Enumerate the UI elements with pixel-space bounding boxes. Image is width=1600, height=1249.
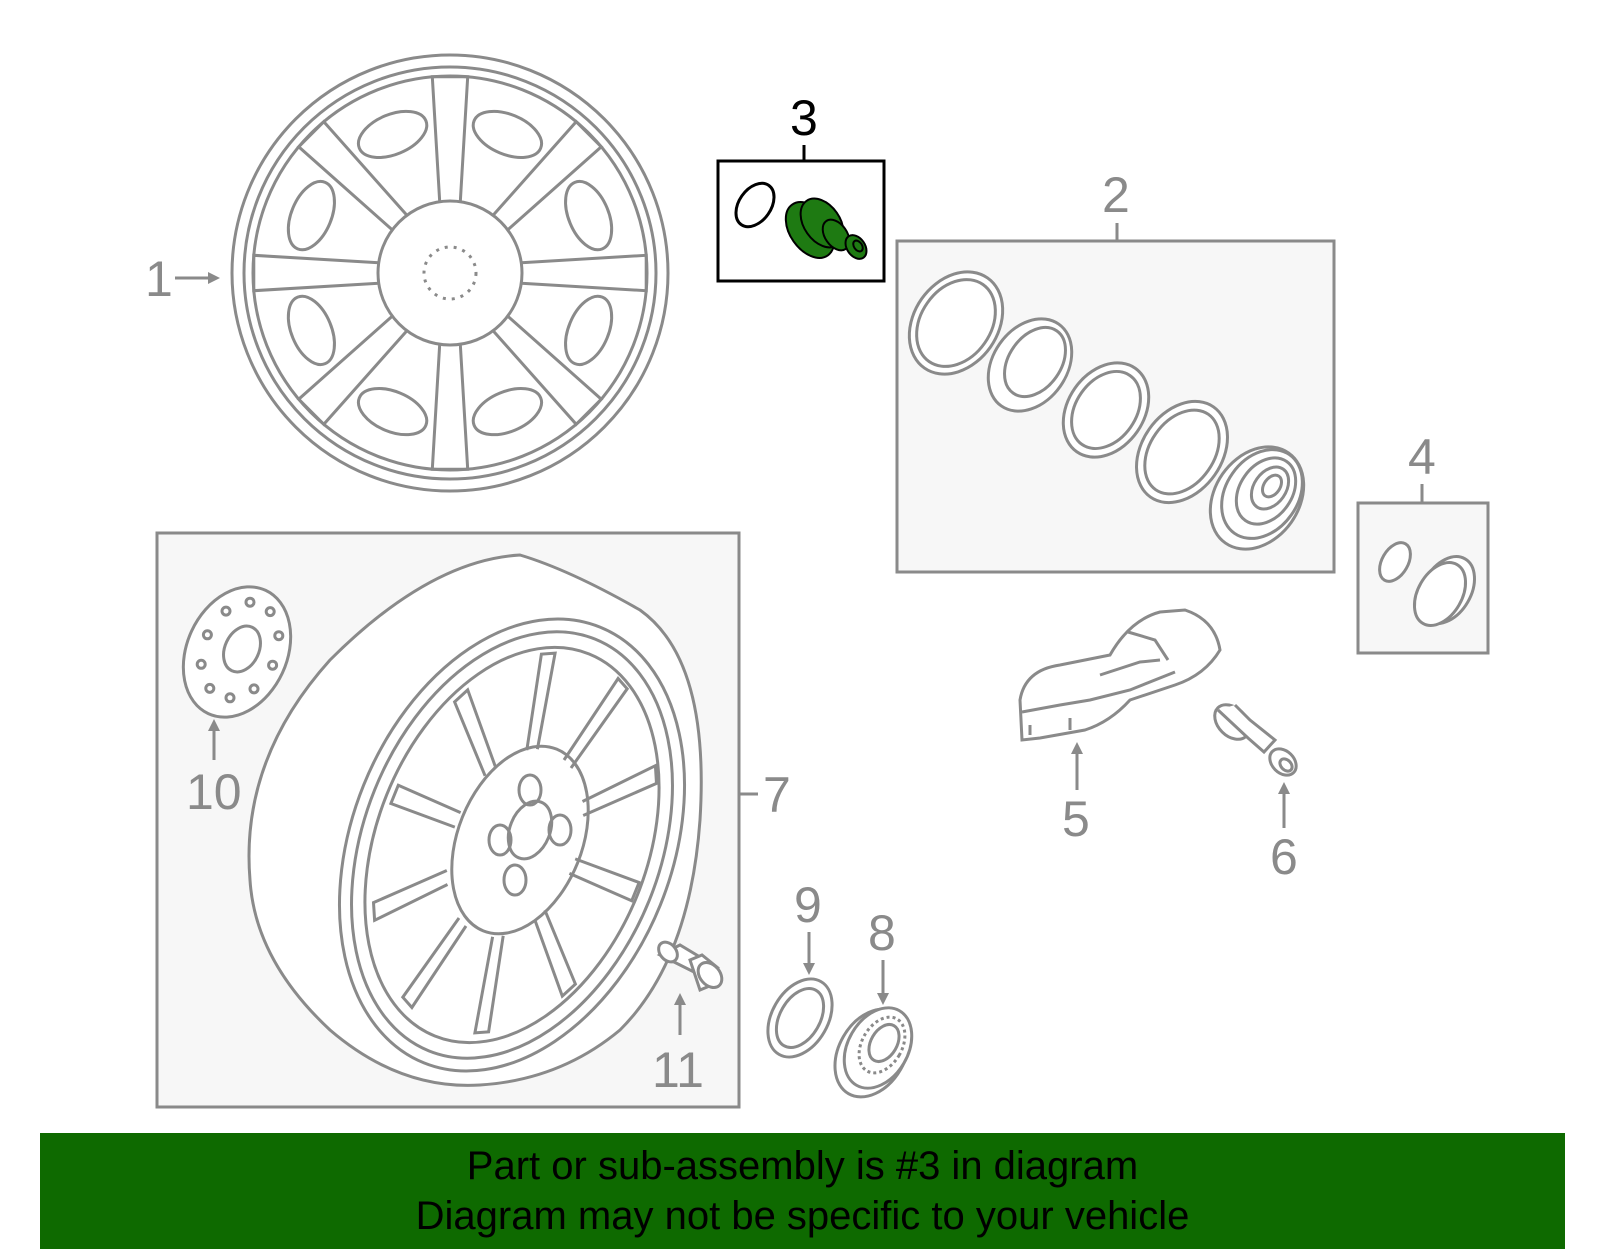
- callout-7: 7: [763, 767, 791, 823]
- plate-hole: [220, 605, 232, 617]
- valve-stem-kit-box: [716, 145, 886, 283]
- callout-1-arrowhead: [208, 272, 220, 284]
- alloy-wheel-icon: [230, 53, 670, 493]
- wheel-spoke: [491, 119, 604, 232]
- wheel-spoke: [252, 253, 379, 293]
- spare-wheel-spoke: [525, 651, 557, 751]
- wheel-spoke: [296, 314, 409, 427]
- cap-kit-box: [1356, 484, 1490, 655]
- callout-8-arrowhead: [877, 993, 889, 1005]
- wheel-window: [356, 109, 429, 159]
- wheel-spoke: [491, 314, 604, 427]
- callout-10: 10: [186, 764, 242, 820]
- wheel-window: [356, 387, 429, 437]
- plate-hole: [264, 606, 276, 618]
- banner-line-1: Part or sub-assembly is #3 in diagram: [466, 1144, 1139, 1188]
- callout-6: 6: [1270, 829, 1298, 885]
- valve-stem-icon: [1213, 703, 1298, 777]
- callout-4: 4: [1408, 429, 1436, 485]
- plate-hole: [273, 630, 285, 642]
- wheel-spoke: [521, 253, 648, 293]
- wheel-spoke: [430, 75, 470, 202]
- spacer-plate-icon: [181, 585, 293, 719]
- tpms-sensor-icon: [1018, 608, 1222, 742]
- callout-3: 3: [790, 90, 818, 146]
- spare-wheel-spoke: [473, 935, 505, 1035]
- seal-ring-kit-box: [895, 223, 1336, 574]
- wheel-window: [564, 294, 614, 367]
- callout-11-arrowhead: [674, 993, 686, 1005]
- plate-hole: [195, 658, 207, 670]
- callout-9: 9: [794, 877, 822, 933]
- spare-wheel-spoke: [400, 917, 468, 1010]
- info-banner: Part or sub-assembly is #3 in diagram Di…: [40, 1133, 1565, 1249]
- wheel-cap-icon: [833, 1006, 914, 1099]
- spare-wheel-spoke: [371, 869, 449, 923]
- banner-background: [40, 1133, 1565, 1249]
- plate-hole: [248, 683, 260, 695]
- wheel-window: [471, 387, 544, 437]
- plate-hole: [204, 682, 216, 694]
- valve-stem-kit-icon: [734, 181, 868, 260]
- callout-9-arrowhead: [803, 963, 815, 975]
- spare-wheel-spoke: [568, 857, 642, 903]
- wheel-window: [286, 294, 336, 367]
- callout-8: 8: [868, 905, 896, 961]
- cap-kit-icon: [1378, 541, 1476, 627]
- plate-hole: [224, 692, 236, 704]
- spare-wheel-tire-icon: [247, 553, 703, 1087]
- callout-10-arrowhead: [208, 719, 220, 731]
- wheel-spoke: [296, 119, 409, 232]
- wheel-window: [286, 179, 336, 252]
- callout-2: 2: [1102, 167, 1130, 223]
- spare-wheel-spoke: [452, 687, 497, 777]
- spare-wheel-spoke: [388, 783, 462, 829]
- wheel-spoke: [430, 344, 470, 471]
- spare-wheel-spoke: [562, 676, 630, 769]
- plate-hole: [267, 659, 279, 671]
- plate-hole: [244, 596, 256, 608]
- callout-1: 1: [145, 251, 173, 307]
- seal-ring-kit-icon: [907, 270, 1306, 551]
- plate-hole: [201, 629, 213, 641]
- wheel-window: [471, 109, 544, 159]
- seal-ring-icon: [766, 977, 834, 1059]
- spare-wheel-spoke: [533, 909, 578, 999]
- spare-wheel-spoke: [581, 763, 659, 817]
- callout-11: 11: [652, 1042, 704, 1098]
- callout-5-arrowhead: [1071, 742, 1083, 754]
- callout-6-arrowhead: [1278, 782, 1290, 794]
- wheel-window: [564, 179, 614, 252]
- wheel-bolt-icon: [656, 940, 724, 993]
- callout-5: 5: [1062, 791, 1090, 847]
- banner-line-2: Diagram may not be specific to your vehi…: [415, 1194, 1190, 1238]
